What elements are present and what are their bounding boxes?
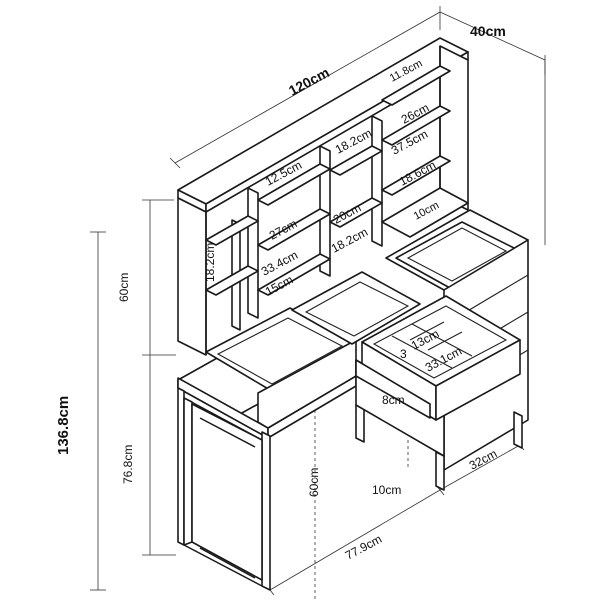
depth-label: 40cm xyxy=(470,23,506,39)
floor-gap-label: 10cm xyxy=(372,483,401,497)
drawer-compartment-small: 3 xyxy=(400,347,407,361)
width-label: 120cm xyxy=(286,64,332,99)
leg-height-label: 60cm xyxy=(307,468,321,497)
metal-leg-frame xyxy=(177,387,271,591)
left-side-label: 18.2cm xyxy=(203,243,217,282)
hutch-shelf-unit xyxy=(177,37,469,356)
drawer-depth-label: 77.9cm xyxy=(343,532,384,563)
dimension-lines xyxy=(90,6,546,600)
center-low-label: 18.2cm xyxy=(329,225,370,256)
total-height-label: 136.8cm xyxy=(55,396,72,455)
desk-height-label: 76.8cm xyxy=(121,445,135,484)
drawer-height-label: 8cm xyxy=(382,393,405,407)
desk-body xyxy=(177,271,421,439)
hutch-height-label: 60cm xyxy=(117,273,131,302)
drawer-cabinet xyxy=(355,209,529,491)
right-mid-height-label: 18.6cm xyxy=(397,158,438,189)
